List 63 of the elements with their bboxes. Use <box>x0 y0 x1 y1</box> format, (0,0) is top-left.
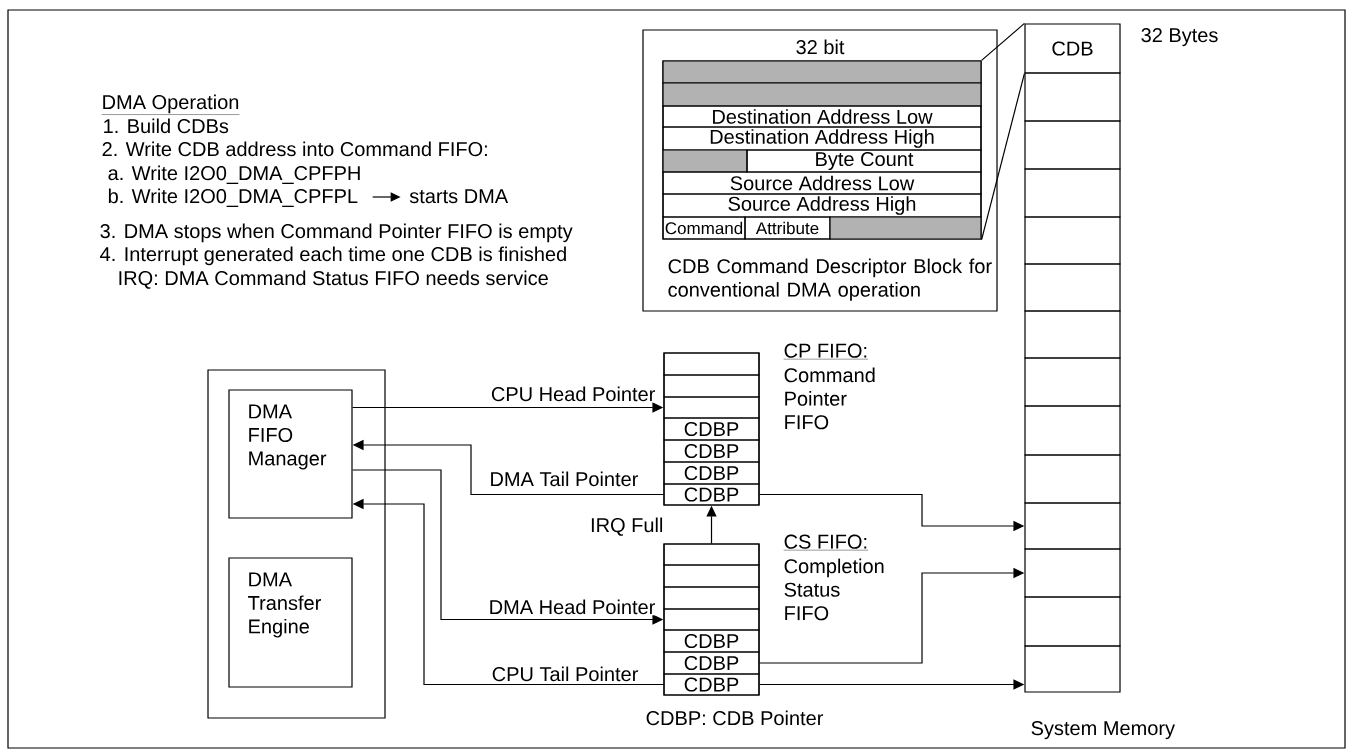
note-text: System Memory <box>1031 721 1175 740</box>
fifo-slot: CDBP <box>663 673 760 696</box>
memory-slot <box>1024 357 1121 407</box>
edge-label: IRQ Full <box>589 516 665 537</box>
memory-slot <box>1024 405 1121 456</box>
shaded-field <box>662 60 982 84</box>
note-text: IRQ: DMA Command Status FIFO needs service <box>119 270 548 289</box>
fifo-slot: CDBP <box>663 629 760 653</box>
fifo-slot <box>663 586 760 610</box>
register-field: Destination Address Low <box>662 105 982 128</box>
edge-label: CPU Tail Pointer <box>490 665 640 683</box>
memory-slot <box>1024 310 1121 359</box>
fifo-description: Completion Status FIFO <box>784 558 884 621</box>
note-text: 2. Write CDB address into Command FIFO: <box>102 141 487 157</box>
note-text: CDBP: CDB Pointer <box>646 710 824 726</box>
memory-slot <box>1024 263 1121 312</box>
note-text: a. Write I2O0_DMA_CPFPH <box>108 165 360 184</box>
memory-slot <box>1024 645 1121 693</box>
connector-line <box>981 22 1025 61</box>
fifo-slot: CDBP <box>663 439 760 463</box>
fifo-title: CP FIFO: <box>783 343 869 360</box>
note-text: 3. DMA stops when Command Pointer FIFO is empty <box>100 223 573 243</box>
fifo-slot <box>663 564 760 588</box>
memory-slot <box>1024 216 1121 265</box>
edge-label: CPU Head Pointer <box>489 385 657 403</box>
edge-label: DMA Head Pointer <box>487 598 657 616</box>
edge-label: DMA Tail Pointer <box>488 470 640 488</box>
shaded-field <box>662 82 982 107</box>
process-box: DMA Transfer Engine <box>228 557 353 688</box>
fifo-slot: CDBP <box>663 651 760 675</box>
memory-slot <box>1024 454 1121 504</box>
module-box <box>207 369 386 719</box>
fifo-slot <box>663 543 760 566</box>
note-text: starts DMA <box>409 189 509 204</box>
fifo-slot <box>663 608 760 631</box>
fifo-description: Command Pointer FIFO <box>784 367 875 430</box>
shaded-field <box>662 149 748 173</box>
connector-line <box>981 73 1025 241</box>
memory-slot <box>1024 596 1121 647</box>
fifo-slot: CDBP <box>663 417 760 441</box>
register-field: Source Address Low <box>662 171 982 195</box>
note-text: 4. Interrupt generated each time one CDB is finished <box>100 246 566 266</box>
register-field: Byte Count <box>746 149 982 173</box>
fifo-slot: CDBP <box>663 483 760 506</box>
note-text: 32 Bytes <box>1141 28 1218 47</box>
fifo-slot <box>663 396 760 419</box>
register-field: Command <box>662 216 746 240</box>
fifo-slot <box>663 374 760 398</box>
memory-slot <box>1024 120 1121 170</box>
note-text: b. Write I2O0_DMA_CPFPL <box>108 188 358 207</box>
process-box: DMA FIFO Manager <box>228 389 353 519</box>
note-text: 1. Build CDBs <box>104 118 229 134</box>
memory-slot: CDB <box>1024 23 1121 74</box>
fifo-slot <box>663 352 760 376</box>
memory-slot <box>1024 168 1121 218</box>
fifo-slot: CDBP <box>663 461 760 485</box>
memory-slot <box>1024 548 1121 598</box>
memory-slot <box>1024 72 1121 122</box>
shaded-field <box>829 216 982 240</box>
register-field: Attribute <box>744 216 831 240</box>
memory-slot <box>1024 502 1121 550</box>
fifo-title: CS FIFO: <box>783 534 869 551</box>
heading: DMA Operation <box>101 94 240 115</box>
